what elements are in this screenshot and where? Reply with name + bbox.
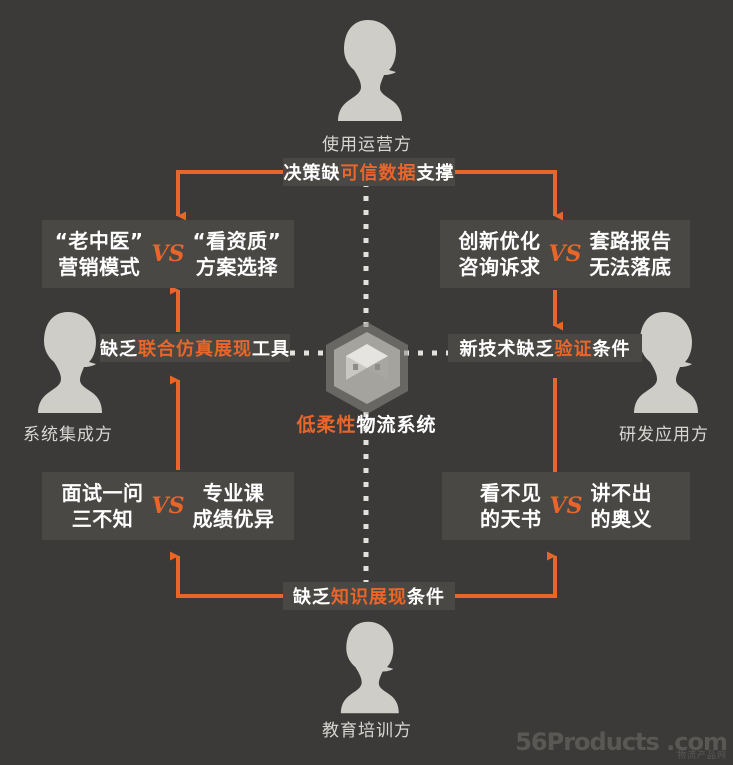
strip-bottom-highlight: 知识展现 xyxy=(331,587,407,608)
vs-label: VS xyxy=(151,493,185,519)
strip-bottom[interactable]: 缺乏知识展现条件 xyxy=(283,582,455,610)
strip-right-highlight: 验证 xyxy=(554,339,593,360)
strip-left-suffix: 工具 xyxy=(252,339,290,360)
flow-top xyxy=(176,170,563,221)
strip-right-suffix: 条件 xyxy=(592,339,631,360)
vs-box-top-left[interactable]: “老中医” 营销模式 VS “看资质” 方案选择 xyxy=(42,220,294,288)
actor-left-silhouette xyxy=(30,310,106,415)
actor-bottom-label: 教育培训方 xyxy=(322,721,412,741)
strip-left-prefix: 缺乏 xyxy=(100,339,138,360)
vs-box-bottom-left-side-a: 面试一问 三不知 xyxy=(61,480,144,531)
vs-label: VS xyxy=(151,241,185,267)
vs-box-top-left-side-a: “老中医” 营销模式 xyxy=(54,228,144,279)
strip-left[interactable]: 缺乏联合仿真展现工具 xyxy=(100,334,290,362)
strip-right-prefix: 新技术缺乏 xyxy=(459,339,555,360)
vs-box-bottom-left[interactable]: 面试一问 三不知 VS 专业课 成绩优异 xyxy=(42,472,294,540)
vs-box-bottom-right-side-b: 讲不出 的奥义 xyxy=(590,480,652,531)
strip-left-highlight: 联合仿真展现 xyxy=(138,339,252,360)
center-label-highlight: 低柔性 xyxy=(296,414,357,436)
vs-box-top-left-side-b: “看资质” 方案选择 xyxy=(192,228,282,279)
strip-top-highlight: 可信数据 xyxy=(340,163,417,184)
strip-top-suffix: 支撑 xyxy=(416,163,455,184)
actor-right-label: 研发应用方 xyxy=(619,425,709,445)
actor-top-label: 使用运营方 xyxy=(322,135,412,155)
center-node-label: 低柔性物流系统 xyxy=(0,410,733,437)
flow-bottom xyxy=(170,551,557,598)
actor-top-silhouette xyxy=(330,18,406,123)
vs-box-bottom-right-side-a: 看不见 的天书 xyxy=(480,480,542,531)
vs-box-bottom-right[interactable]: 看不见 的天书 VS 讲不出 的奥义 xyxy=(442,472,690,540)
vs-box-bottom-left-side-b: 专业课 成绩优异 xyxy=(192,480,275,531)
center-label-rest: 物流系统 xyxy=(356,414,437,436)
watermark: 56Products .com 物流产品网 xyxy=(515,728,728,761)
watermark-sub: 物流产品网 xyxy=(676,751,727,761)
actor-right-silhouette xyxy=(626,310,702,415)
strip-right[interactable]: 新技术缺乏验证条件 xyxy=(448,334,642,362)
watermark-main: 56Products .com xyxy=(515,728,728,756)
strip-top-prefix: 决策缺 xyxy=(283,163,341,184)
vs-box-top-right-side-a: 创新优化 咨询诉求 xyxy=(458,228,541,279)
vs-box-top-right-side-b: 套路报告 无法落底 xyxy=(589,228,672,279)
cube-hexagon-icon xyxy=(317,318,417,418)
actor-left-label: 系统集成方 xyxy=(23,425,113,445)
vs-label: VS xyxy=(548,241,582,267)
strip-top[interactable]: 决策缺可信数据支撑 xyxy=(283,158,455,186)
vs-label: VS xyxy=(549,493,583,519)
strip-bottom-suffix: 条件 xyxy=(407,587,445,608)
vs-box-top-right[interactable]: 创新优化 咨询诉求 VS 套路报告 无法落底 xyxy=(440,220,690,288)
strip-bottom-prefix: 缺乏 xyxy=(293,587,331,608)
actor-bottom-silhouette xyxy=(330,620,406,715)
